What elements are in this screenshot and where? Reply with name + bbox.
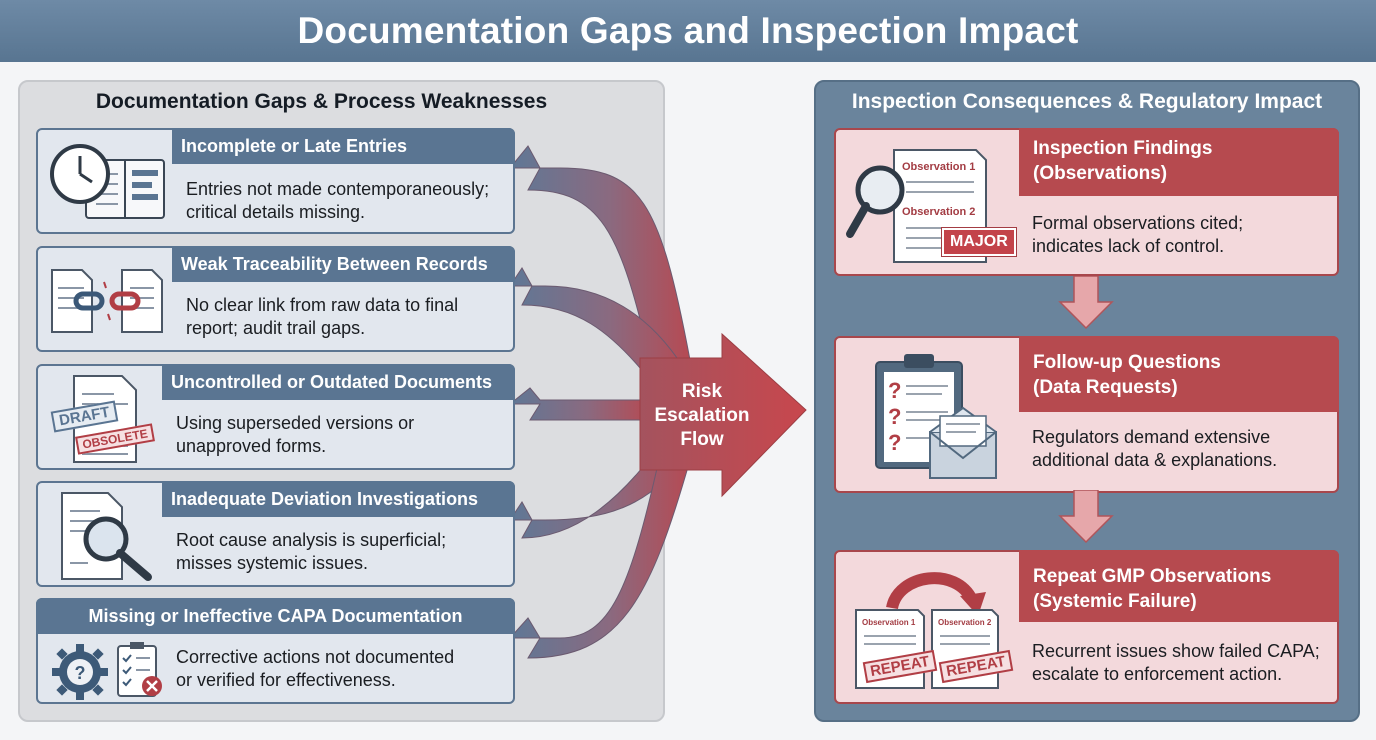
page-title: Documentation Gaps and Inspection Impact: [297, 10, 1079, 51]
observation-2-label: Observation 2: [902, 206, 976, 218]
consequence-description: Recurrent issues show failed CAPA;escala…: [1032, 641, 1320, 684]
gap-description: Root cause analysis is superficial;misse…: [176, 530, 447, 573]
consequence-heading: Repeat GMP Observations(Systemic Failure…: [1019, 550, 1339, 622]
repeat-observation-1-label: Observation 1: [862, 618, 916, 627]
gap-heading: Inadequate Deviation Investigations: [162, 481, 515, 517]
major-badge: MAJOR: [941, 227, 1017, 257]
clock-logbook-icon: [50, 144, 165, 219]
repeat-observation-2-label: Observation 2: [938, 618, 992, 627]
consequence-card-repeat-observations: Repeat GMP Observations(Systemic Failure…: [834, 550, 1339, 704]
consequence-card-follow-up-questions: Follow-up Questions(Data Requests) Regul…: [834, 336, 1339, 493]
flow-ribbon-3: [508, 387, 651, 421]
gap-description: Entries not made contemporaneously;criti…: [186, 179, 490, 222]
gap-heading: Weak Traceability Between Records: [172, 246, 515, 282]
gaps-panel-title: Documentation Gaps & Process Weaknesses: [95, 90, 548, 113]
consequences-panel-title: Inspection Consequences & Regulatory Imp…: [851, 90, 1323, 113]
gap-card-uncontrolled-docs: Uncontrolled or Outdated Documents Using…: [36, 364, 515, 470]
flow-ribbon-5: [508, 454, 691, 659]
consequence-heading: Follow-up Questions(Data Requests): [1019, 336, 1339, 412]
consequence-description: Formal observations cited;indicates lack…: [1032, 213, 1244, 256]
gap-heading: Incomplete or Late Entries: [172, 128, 515, 164]
down-arrow-1: [1058, 276, 1114, 330]
magnifier-document-icon: [61, 492, 152, 581]
gear-checklist-icon: ?: [52, 642, 162, 700]
svg-text:?: ?: [888, 378, 901, 403]
svg-text:?: ?: [888, 404, 901, 429]
broken-link-icon: [51, 269, 163, 333]
draft-obsolete-document-icon: DRAFT OBSOLETE: [50, 374, 162, 464]
observation-documents-icon: Observation 1 Observation 2 MAJOR: [836, 130, 1017, 276]
clipboard-envelope-icon: ???: [875, 354, 997, 479]
gap-heading: Uncontrolled or Outdated Documents: [162, 364, 515, 400]
consequence-card-inspection-findings: Inspection Findings(Observations) Formal…: [834, 128, 1339, 276]
risk-escalation-label: Risk Escalation Flow: [654, 381, 750, 450]
gap-card-incomplete-entries: Incomplete or Late Entries Entries not m…: [36, 128, 515, 234]
repeat-observation-icon: Observation 1 Observation 2 REPEAT REPEA…: [836, 552, 1018, 702]
gap-heading: Missing or Ineffective CAPA Documentatio…: [36, 598, 515, 634]
observation-1-label: Observation 1: [902, 161, 976, 173]
risk-escalation-arrow: [639, 332, 807, 498]
gap-card-deviation-investigations: Inadequate Deviation Investigations Root…: [36, 481, 515, 587]
title-bar: Documentation Gaps and Inspection Impact: [0, 0, 1376, 62]
svg-text:?: ?: [888, 430, 901, 455]
gap-card-capa-documentation: Missing or Ineffective CAPA Documentatio…: [36, 598, 515, 704]
svg-text:?: ?: [75, 663, 86, 683]
down-arrow-2: [1058, 490, 1114, 544]
consequence-heading: Inspection Findings(Observations): [1019, 128, 1339, 196]
gap-card-traceability: Weak Traceability Between Records No cle…: [36, 246, 515, 352]
